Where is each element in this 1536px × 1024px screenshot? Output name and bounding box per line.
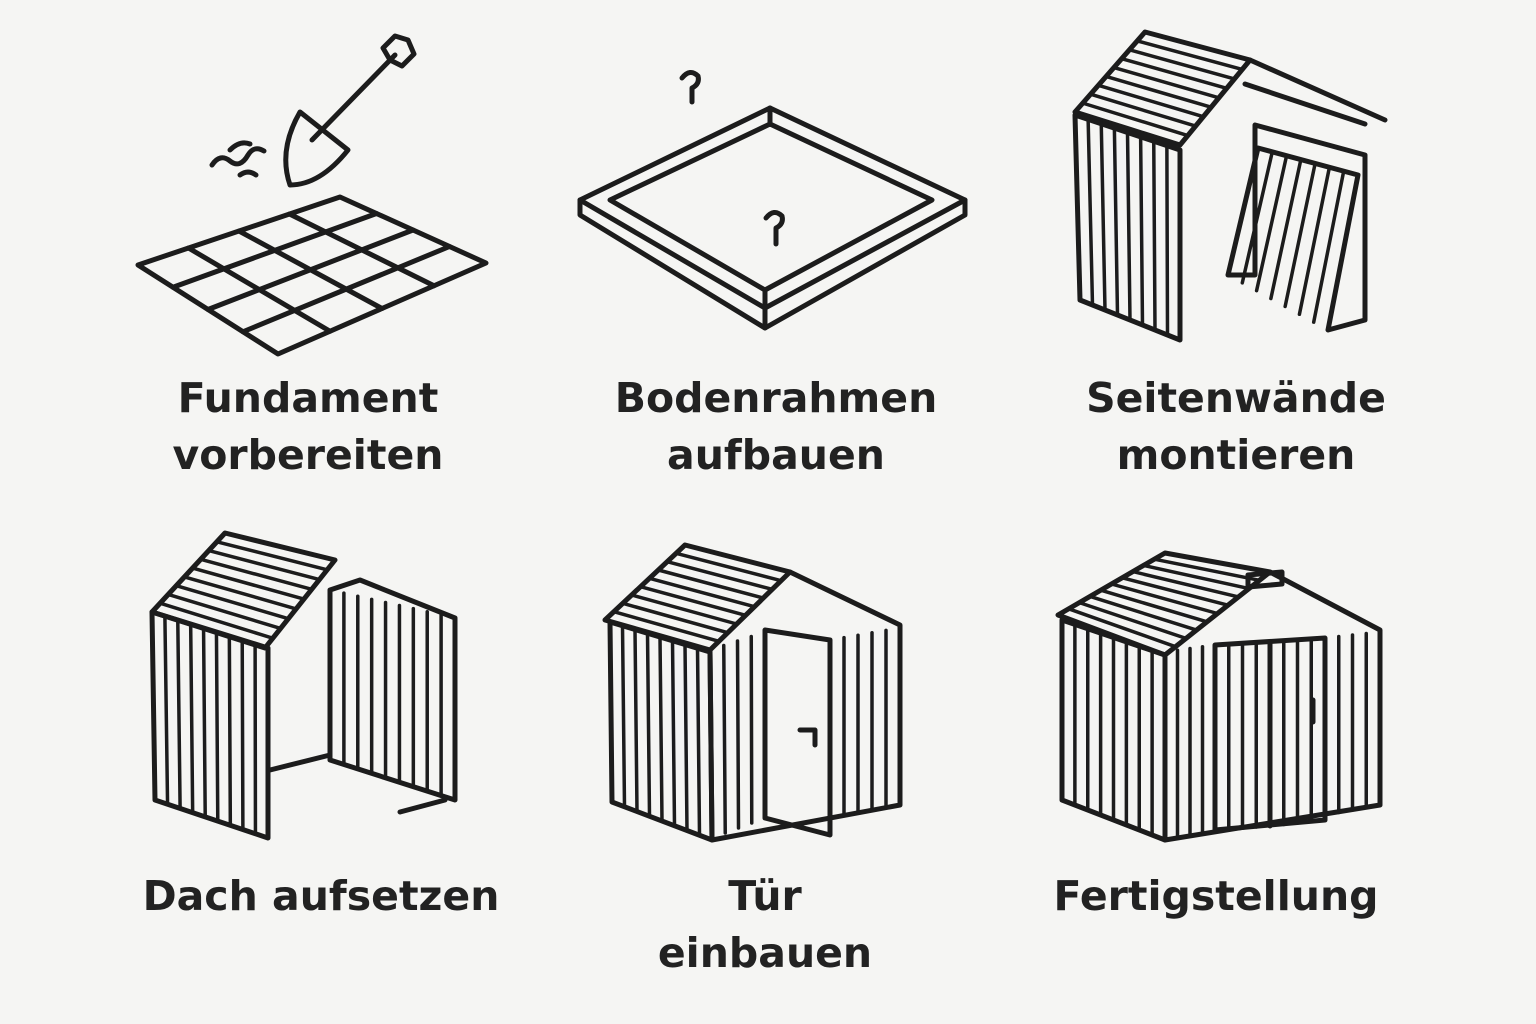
stripe-line	[674, 551, 783, 583]
label-line: vorbereiten	[172, 431, 444, 479]
stripe-line	[670, 639, 677, 828]
stripe-line	[1096, 83, 1206, 119]
stripe-line	[207, 548, 322, 582]
stripe-line	[1311, 169, 1346, 324]
stripe-line	[215, 540, 329, 572]
stripe-line	[201, 626, 207, 819]
label-line: Dach aufsetzen	[142, 872, 500, 920]
stripe-line	[1086, 117, 1095, 307]
stripe-line	[190, 566, 306, 601]
stripe-line	[1138, 135, 1145, 327]
label-line: Fundament	[177, 374, 439, 422]
stripe-line	[1109, 582, 1220, 616]
label-line: aufbauen	[667, 431, 885, 479]
stripe-line	[1081, 101, 1190, 138]
stripe-line	[665, 559, 774, 592]
label-line: Seitenwände	[1086, 374, 1386, 422]
stripe-line	[1254, 153, 1289, 293]
label-line: Bodenrahmen	[614, 374, 938, 422]
stripe-line	[287, 211, 437, 289]
stripe-line	[735, 639, 741, 830]
stripe-line	[1269, 157, 1303, 301]
stripe-line	[695, 646, 702, 837]
shed-open-door-icon	[602, 542, 903, 843]
stripe-line	[198, 557, 314, 592]
stripe-line	[620, 624, 627, 809]
label-line: montieren	[1116, 431, 1356, 479]
step-label-fertigstellung: Fertigstellung	[986, 868, 1446, 925]
stripe-line	[1104, 74, 1213, 109]
stripe-line	[240, 244, 452, 335]
stripe-line	[1099, 122, 1107, 312]
roof-icon	[149, 530, 458, 841]
stripe-line	[1141, 563, 1251, 591]
stripe-line	[1127, 48, 1237, 81]
stripe-line	[227, 634, 233, 828]
side-walls-icon	[1072, 29, 1388, 343]
stripe-line	[638, 584, 748, 618]
stripe-line	[240, 638, 245, 832]
label-line: Fertigstellung	[1053, 872, 1379, 920]
foundation-grid-shovel-icon	[135, 33, 489, 357]
step-label-seitenwaende: Seitenwände montieren	[1006, 370, 1466, 484]
stripe-line	[683, 642, 689, 833]
stripe-line	[749, 634, 754, 825]
floor-frame-icon	[577, 70, 968, 331]
stripe-line	[176, 618, 182, 811]
step-label-fundament: Fundament vorbereiten	[78, 370, 538, 484]
stripe-line	[1297, 165, 1332, 317]
stripe-line	[1112, 65, 1221, 100]
stripe-line	[629, 593, 739, 626]
stripe-line	[612, 609, 721, 644]
stripe-line	[1283, 161, 1317, 309]
step-label-bodenrahmen: Bodenrahmen aufbauen	[546, 370, 1006, 484]
stripe-line	[645, 631, 652, 818]
stripe-line	[1125, 130, 1132, 322]
stripe-line	[174, 583, 291, 621]
stripe-line	[1120, 576, 1230, 607]
stripe-line	[722, 643, 727, 835]
stripe-line	[647, 576, 757, 609]
stripe-line	[158, 601, 275, 640]
stripe-line	[1066, 607, 1178, 649]
stripe-line	[1112, 126, 1120, 317]
step-label-tuer: Tür einbauen	[535, 868, 995, 982]
stripe-line	[163, 614, 170, 806]
stripe-line	[1088, 92, 1198, 128]
label-line: einbauen	[657, 929, 873, 977]
step-label-dach: Dach aufsetzen	[91, 868, 551, 925]
stripe-line	[1165, 143, 1170, 337]
stripe-line	[182, 575, 298, 611]
grid-outline	[135, 194, 489, 357]
stripe-line	[1131, 569, 1241, 599]
stripe-line	[214, 630, 220, 823]
stripe-line	[1152, 139, 1157, 332]
stripe-line	[658, 635, 664, 823]
stripe-line	[166, 592, 283, 631]
stripe-line	[1099, 588, 1209, 624]
stripe-line	[1152, 557, 1262, 583]
label-line: Tür	[728, 872, 802, 920]
stripe-line	[1240, 150, 1275, 285]
stripe-line	[1135, 39, 1244, 72]
stripe-line	[633, 627, 639, 814]
stripe-line	[621, 601, 730, 635]
stripe-line	[1088, 594, 1199, 632]
stripe-line	[188, 622, 195, 815]
finished-shed-icon	[1055, 550, 1383, 843]
stripe-line	[656, 568, 766, 600]
stripe-line	[1119, 56, 1229, 91]
stripe-line	[1077, 600, 1188, 641]
stripe-line	[205, 227, 416, 312]
